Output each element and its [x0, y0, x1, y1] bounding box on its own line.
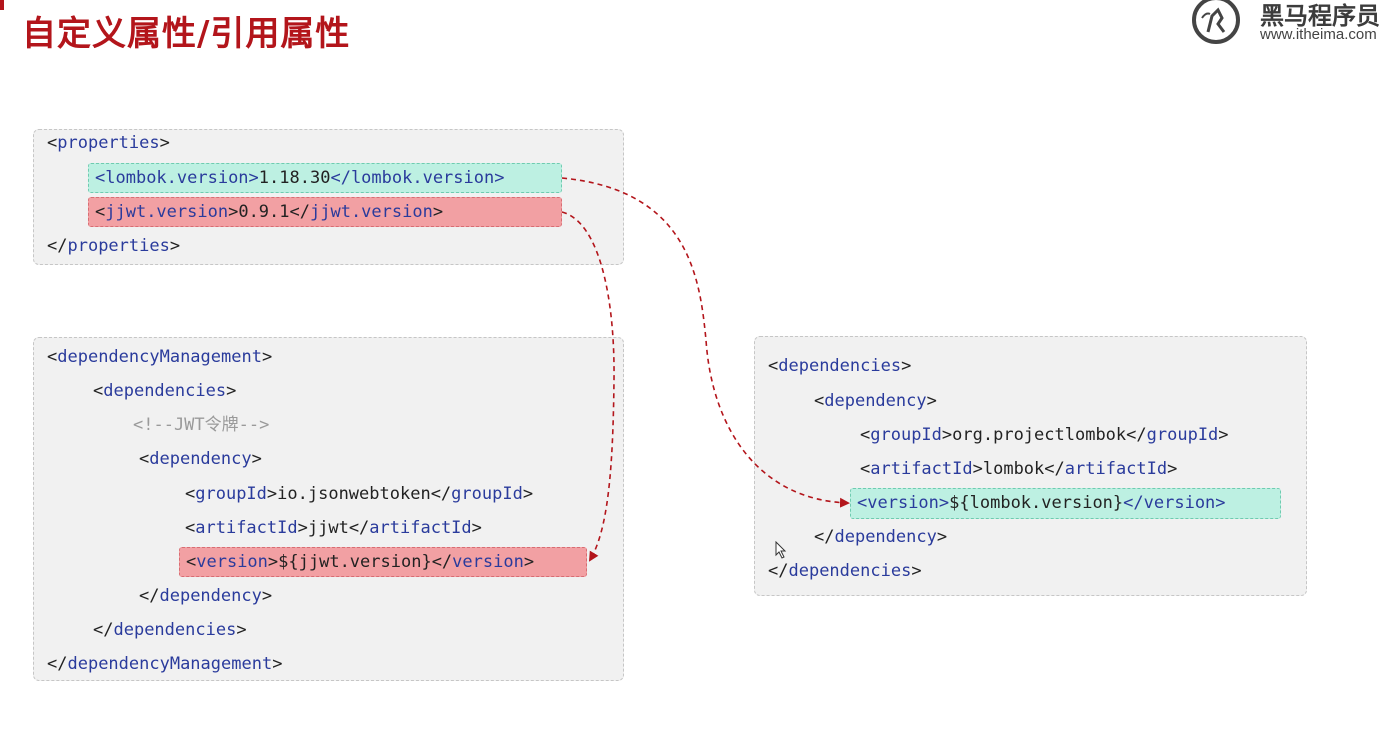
version-tag: version: [196, 552, 268, 572]
lombok-version-close-tag: lombok.version: [350, 168, 495, 188]
dep-mgmt-close-line: </dependencyManagement>: [47, 654, 283, 674]
dep-mgmt-deps-close-line: </dependencies>: [93, 620, 247, 640]
logo-url: www.itheima.com: [1260, 26, 1377, 43]
logo-name: 黑马程序员: [1260, 2, 1380, 30]
jjwt-version-property: <jjwt.version>0.9.1</jjwt.version>: [88, 197, 562, 227]
jjwt-version-value: 0.9.1: [238, 202, 290, 222]
dep-close-line: </dependency>: [814, 527, 948, 547]
artifact-id-tag: artifactId: [195, 518, 298, 538]
lombok-group-id-close-tag: groupId: [1146, 425, 1219, 445]
lombok-version-ref-close-tag: version: [1143, 493, 1216, 513]
lombok-artifact-id-tag: artifactId: [870, 459, 973, 479]
dep-mgmt-deps-open-line: <dependencies>: [93, 381, 237, 401]
dep-mgmt-dep-close-line: </dependency>: [139, 586, 273, 606]
group-id-close-tag: groupId: [451, 484, 523, 504]
dep-mgmt-dep-open-line: <dependency>: [139, 449, 262, 469]
properties-open-line: <properties>: [47, 133, 170, 153]
page-title: 自定义属性/引用属性: [22, 14, 351, 54]
mouse-cursor-icon: [775, 541, 787, 559]
dep-mgmt-deps-open-tag: dependencies: [103, 381, 227, 401]
jjwt-version-ref-value: ${jjwt.version}: [278, 552, 432, 572]
dep-open-line: <dependency>: [814, 391, 937, 411]
properties-close-line: </properties>: [47, 236, 181, 256]
dep-mgmt-open-line: <dependencyManagement>: [47, 347, 273, 367]
lombok-artifact-line: <artifactId>lombok</artifactId>: [860, 459, 1178, 479]
lombok-artifact-id-close-tag: artifactId: [1064, 459, 1168, 479]
jjwt-group-line: <groupId>io.jsonwebtoken</groupId>: [185, 484, 534, 504]
deps-open-tag: dependencies: [778, 356, 902, 376]
dep-close-tag: dependency: [834, 527, 937, 547]
lombok-group-id-tag: groupId: [870, 425, 942, 445]
lombok-group-line: <groupId>org.projectlombok</groupId>: [860, 425, 1229, 445]
logo-horse-icon: [1192, 0, 1240, 44]
lombok-version-value: 1.18.30: [258, 168, 331, 188]
dep-mgmt-dep-close-tag: dependency: [159, 586, 262, 606]
jjwt-artifact-value: jjwt: [307, 518, 349, 538]
dep-open-tag: dependency: [824, 391, 927, 411]
jjwt-group-value: io.jsonwebtoken: [277, 484, 431, 504]
group-id-tag: groupId: [195, 484, 267, 504]
deps-open-line: <dependencies>: [768, 356, 912, 376]
jjwt-version-close-tag: jjwt.version: [310, 202, 433, 222]
deps-close-line: </dependencies>: [768, 561, 922, 581]
version-close-tag: version: [452, 552, 524, 572]
dep-mgmt-dep-open-tag: dependency: [149, 449, 252, 469]
lombok-version-property: <lombok.version>1.18.30</lombok.version>: [88, 163, 562, 193]
lombok-version-ref-value: ${lombok.version}: [949, 493, 1124, 513]
jjwt-version-reference: <version>${jjwt.version}</version>: [179, 547, 587, 577]
properties-close-tag: properties: [67, 236, 170, 256]
jjwt-version-tag: jjwt.version: [105, 202, 229, 222]
brand-logo: 黑马程序员 www.itheima.com: [1186, 0, 1391, 48]
jjwt-artifact-line: <artifactId>jjwt</artifactId>: [185, 518, 482, 538]
lombok-artifact-value: lombok: [982, 459, 1045, 479]
lombok-version-ref-tag: version: [867, 493, 939, 513]
deps-close-tag: dependencies: [788, 561, 912, 581]
artifact-id-close-tag: artifactId: [369, 518, 472, 538]
lombok-version-tag: lombok.version: [105, 168, 249, 188]
jwt-comment: <!--JWT令牌-->: [133, 415, 270, 435]
dep-mgmt-deps-close-tag: dependencies: [113, 620, 237, 640]
dependency-management-code-box: [33, 337, 624, 681]
dep-mgmt-open-tag: dependencyManagement: [57, 347, 262, 367]
dep-mgmt-close-tag: dependencyManagement: [67, 654, 273, 674]
lombok-group-value: org.projectlombok: [952, 425, 1127, 445]
lombok-version-reference: <version>${lombok.version}</version>: [850, 488, 1281, 519]
properties-open-tag: properties: [57, 133, 160, 153]
title-accent-mark: [0, 0, 4, 10]
